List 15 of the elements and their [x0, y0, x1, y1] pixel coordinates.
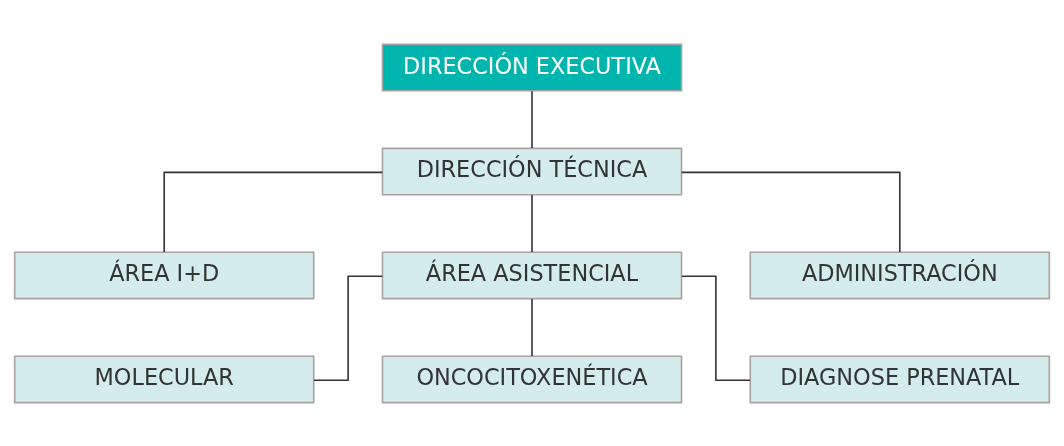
node-box: DIRECCIÓN EXECUTIVA	[381, 43, 683, 92]
node-box: ADMINISTRACIÓN	[749, 251, 1051, 299]
connector	[680, 171, 901, 253]
node-box: DIAGNOSE PRENATAL	[749, 354, 1051, 403]
connector	[531, 193, 533, 253]
connector	[680, 274, 751, 381]
connector	[531, 297, 533, 357]
node-box: ÁREA ASISTENCIAL	[381, 251, 683, 299]
node-box: DIRECCIÓN TÉCNICA	[381, 147, 683, 195]
node-box: MOLECULAR	[13, 354, 315, 403]
connector	[531, 89, 533, 149]
connector	[313, 274, 384, 381]
node-box: ÁREA I+D	[13, 251, 315, 299]
connector	[163, 171, 384, 253]
node-box: ONCOCITOXENÉTICA	[381, 354, 683, 403]
